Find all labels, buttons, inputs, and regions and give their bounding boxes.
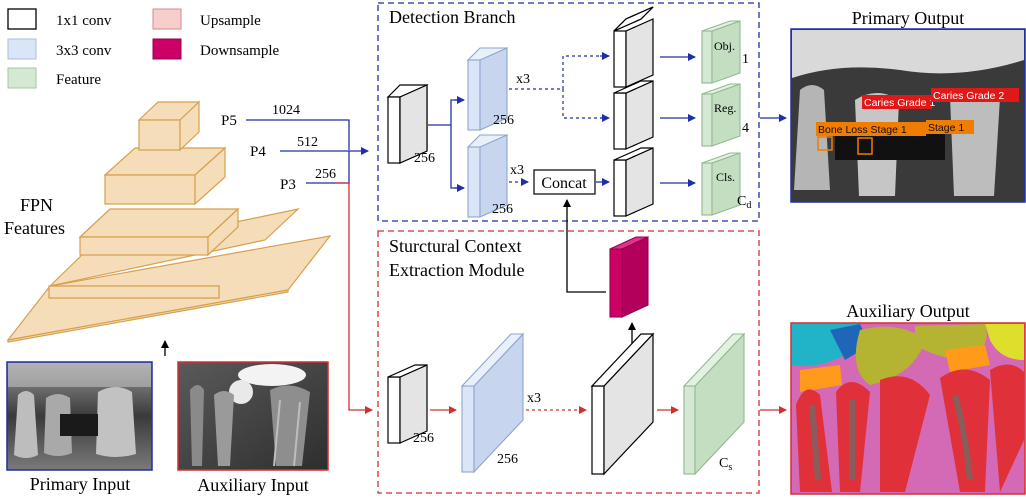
ctx-repeat: x3 [527, 391, 541, 406]
det-top-conv-channels: 256 [493, 113, 514, 128]
det-stem-conv [386, 84, 429, 164]
ctx-conv [460, 332, 525, 474]
primary-input-label: Primary Input [30, 474, 131, 494]
cls-head-count-sub: d [746, 200, 751, 211]
svg-text:Caries Grade 2: Caries Grade 2 [933, 90, 1004, 102]
det-split-line [428, 99, 463, 189]
det-reg-conv [613, 80, 654, 150]
det-top-repeat: x3 [516, 72, 530, 87]
det-stem-channels: 256 [414, 151, 435, 166]
downsample-to-concat-line [563, 199, 606, 293]
p3-to-context-connection [336, 182, 373, 414]
reg-head-label: Reg. [714, 101, 736, 115]
concat-box [533, 169, 596, 195]
legend-label-feature: Feature [56, 72, 101, 88]
fpn-pyramid [6, 100, 332, 343]
legend-swatch-1x1 [7, 8, 37, 30]
legend-label-1x1: 1x1 conv [56, 13, 112, 29]
legend-label-upsample: Upsample [200, 13, 261, 29]
cls-feature-map [701, 152, 741, 216]
concat-label: Concat [541, 175, 587, 192]
detection-label-caries-1: Caries Grade 1 [862, 95, 935, 109]
ctx-conv-channels: 256 [497, 452, 518, 467]
context-module-title-line1: Sturctural Context [389, 236, 521, 256]
p5-connection [246, 119, 350, 150]
fpn-level-p3-label: P3 [280, 177, 296, 193]
ctx-large-conv [590, 332, 655, 476]
fpn-level4-side [194, 146, 226, 206]
fpn-level5-face [138, 119, 181, 151]
fpn-level5-side [179, 100, 200, 152]
fpn-base-front [7, 289, 289, 343]
primary-input-image [6, 361, 153, 471]
ctx-feature-map [682, 332, 746, 476]
cls-head-label: Cls. [716, 170, 735, 184]
legend-swatch-upsample [152, 8, 182, 30]
fpn-level-p4-label: P4 [250, 144, 266, 160]
fpn-level3-side [207, 207, 239, 257]
svg-text:Caries Grade 1: Caries Grade 1 [864, 97, 935, 109]
svg-text:Stage 1: Stage 1 [928, 122, 964, 134]
legend: 1x1 conv 3x3 conv Feature Upsample Downs… [7, 8, 279, 89]
obj-feature-map [701, 20, 741, 84]
auxiliary-input-label: Auxiliary Input [197, 475, 308, 495]
fpn-level-p5-label: P5 [221, 113, 237, 129]
ctx-stem-conv [387, 364, 428, 444]
fpn-level4-face [104, 174, 196, 205]
context-module-title-line2: Extraction Module [389, 260, 524, 280]
fpn-level2-face [48, 285, 220, 299]
primary-output-title: Primary Output [852, 8, 965, 28]
det-bottom-conv-channels: 256 [492, 202, 513, 217]
det-cls-conv [613, 147, 654, 217]
fpn-title-line2: Features [4, 218, 65, 238]
fpn-channels-1024: 1024 [272, 103, 300, 118]
legend-label-downsample: Downsample [200, 43, 279, 59]
fpn-channels-256: 256 [315, 167, 336, 182]
obj-head-count: 1 [742, 52, 749, 67]
ctx-out-count: Cs [719, 456, 732, 473]
cls-head-count: Cd [737, 194, 751, 211]
ctx-out-count-sub: s [728, 462, 732, 473]
reg-feature-map [701, 83, 741, 147]
ctx-stem-channels: 256 [413, 431, 434, 446]
detection-branch-box [377, 2, 760, 222]
context-module-box [377, 230, 760, 494]
auxiliary-output-title: Auxiliary Output [846, 301, 970, 321]
obj-head-label: Obj. [714, 39, 735, 53]
det-top-conv [466, 47, 509, 131]
det-top-dashed-branch [509, 55, 608, 119]
reg-head-count: 4 [742, 121, 749, 136]
det-obj-conv [613, 6, 654, 88]
det-bottom-conv [466, 134, 509, 218]
detection-label-bone-loss: Bone Loss Stage 1 [816, 122, 926, 136]
legend-swatch-3x3 [7, 38, 37, 60]
downsample-block [609, 236, 649, 318]
fpn-channels-512: 512 [297, 135, 318, 150]
legend-label-3x3: 3x3 conv [56, 43, 112, 59]
detection-label-caries-2: Caries Grade 2 [931, 88, 1019, 102]
fpn-title-line1: FPN [20, 195, 53, 215]
detection-branch-title: Detection Branch [389, 7, 515, 27]
det-bottom-repeat: x3 [510, 163, 524, 178]
primary-output-image [790, 28, 1026, 203]
auxiliary-input-image [177, 361, 329, 471]
auxiliary-output-image [790, 322, 1026, 495]
detection-label-stage: Stage 1 [926, 120, 974, 134]
fpn-level3-face [79, 236, 209, 256]
legend-swatch-feature [7, 67, 37, 89]
svg-text:Bone Loss Stage 1: Bone Loss Stage 1 [818, 124, 907, 136]
legend-swatch-downsample [152, 38, 182, 60]
